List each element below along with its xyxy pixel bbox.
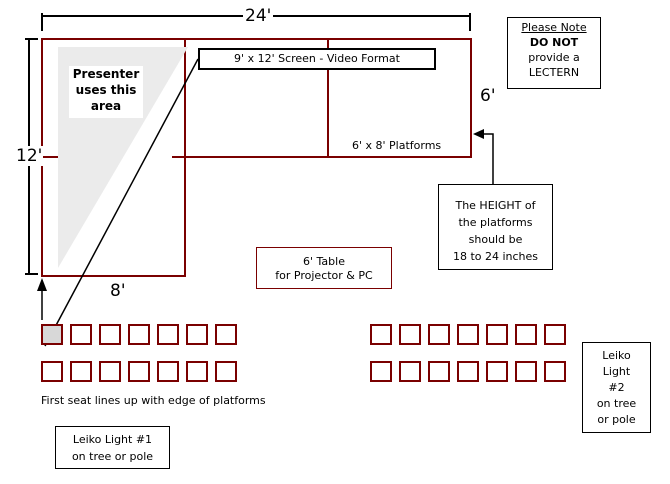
height-note-line2: the platforms (458, 216, 533, 229)
seat (186, 361, 208, 382)
seat (41, 361, 63, 382)
seat (515, 361, 537, 382)
seat (99, 324, 121, 345)
projector-table: 6' Table for Projector & PC (256, 247, 392, 289)
seat (370, 324, 392, 345)
seat (457, 324, 479, 345)
seat (70, 324, 92, 345)
seat (215, 324, 237, 345)
platform-height-note: The HEIGHT of the platforms should be 18… (438, 184, 553, 270)
light1-line2: on tree or pole (71, 450, 154, 463)
sightline (44, 58, 199, 347)
screen-label: 9' x 12' Screen - Video Format (198, 48, 436, 70)
seat (486, 361, 508, 382)
seat (157, 361, 179, 382)
seat (428, 324, 450, 345)
seat (99, 361, 121, 382)
seat (457, 361, 479, 382)
right-pointer-arrow (473, 129, 494, 184)
lectern-note-line4: LECTERN (528, 66, 580, 79)
lectern-note-do-not: DO NOT (529, 36, 579, 49)
first-seat-note: First seat lines up with edge of platfor… (41, 394, 266, 407)
lectern-note-line3: provide a (528, 51, 580, 64)
platform-height-label: 6' (480, 86, 496, 106)
light2-line1: Leiko (602, 349, 631, 362)
seat (428, 361, 450, 382)
seat (70, 361, 92, 382)
platform-width-label: 8' (110, 281, 126, 301)
seat (157, 324, 179, 345)
seat (544, 361, 566, 382)
lectern-note-title: Please Note (521, 21, 587, 34)
height-note-line3: should be (468, 233, 523, 246)
table-line1: 6' Table (303, 255, 345, 268)
seat (399, 324, 421, 345)
height-label: 12' (15, 146, 44, 166)
light1-line1: Leiko Light #1 (72, 433, 153, 446)
seat (215, 361, 237, 382)
seat (128, 361, 150, 382)
light2-line2: Light (602, 365, 631, 378)
height-note-line4: 18 to 24 inches (452, 250, 539, 263)
leiko-light-2: Leiko Light #2 on tree or pole (582, 342, 651, 433)
lectern-note: Please Note DO NOT provide a LECTERN (507, 17, 601, 89)
table-line2: for Projector & PC (275, 269, 373, 282)
leiko-light-1: Leiko Light #1 on tree or pole (55, 426, 170, 469)
seat (515, 324, 537, 345)
light2-line3: #2 (608, 381, 625, 394)
width-label: 24' (243, 6, 274, 26)
seat (544, 324, 566, 345)
height-note-line1: The HEIGHT of (455, 199, 536, 212)
seat (186, 324, 208, 345)
light2-line4: on tree (596, 397, 637, 410)
light2-line5: or pole (597, 413, 636, 426)
seat (370, 361, 392, 382)
left-up-arrow (37, 278, 47, 320)
platforms-label: 6' x 8' Platforms (352, 139, 442, 152)
first-seat (41, 324, 63, 345)
seat (128, 324, 150, 345)
presenter-area-label: Presenter uses this area (69, 66, 143, 118)
seat (486, 324, 508, 345)
seat (399, 361, 421, 382)
